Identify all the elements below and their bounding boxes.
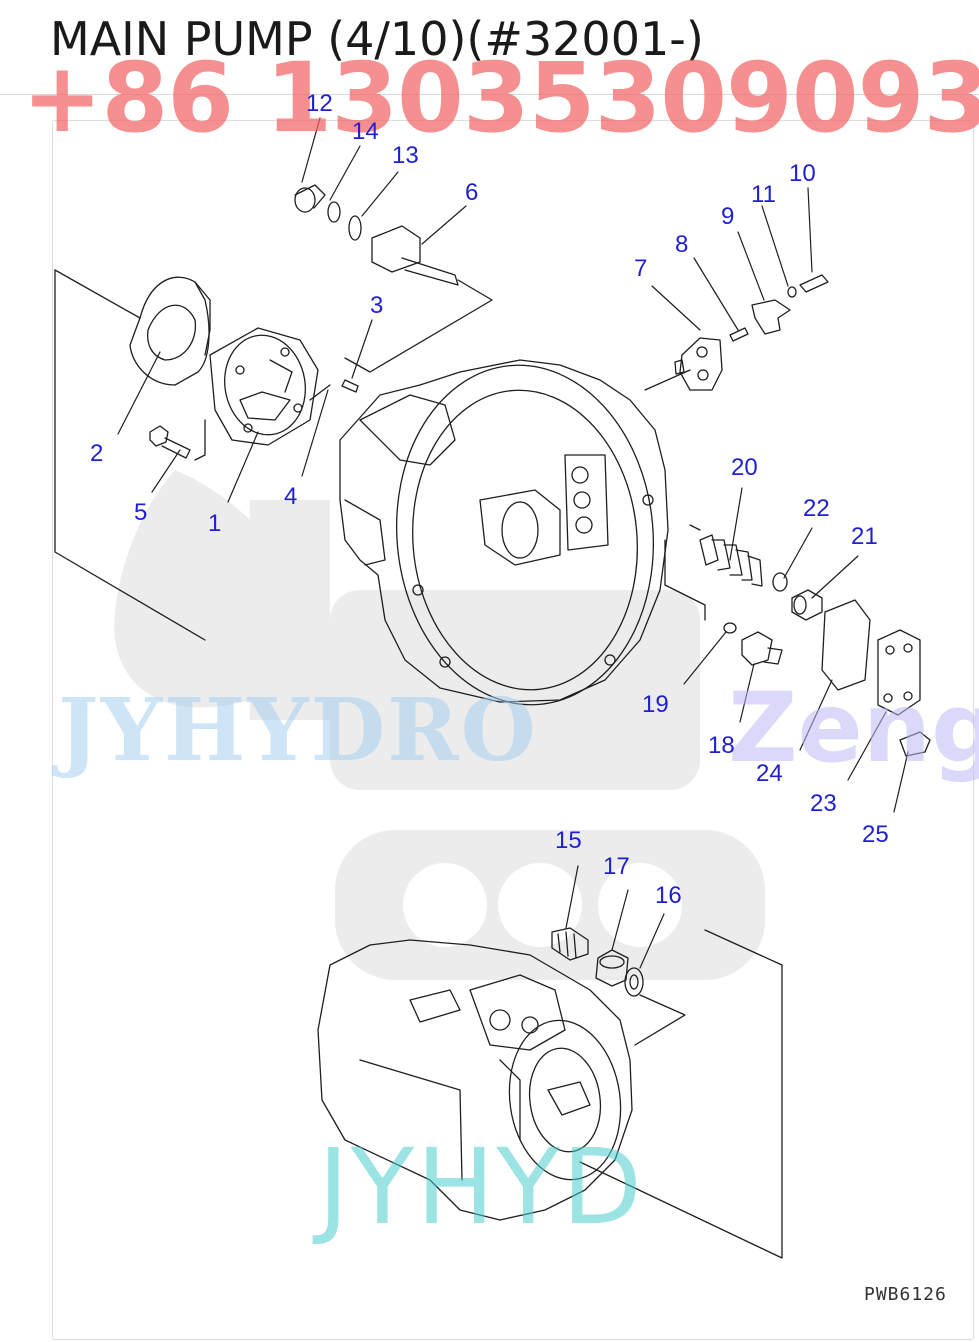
callout-14: 14 bbox=[352, 118, 379, 145]
part-3-pin bbox=[341, 379, 359, 393]
part-9-bracket bbox=[751, 299, 791, 335]
callout-8: 8 bbox=[675, 231, 689, 258]
callout-11: 11 bbox=[751, 181, 776, 208]
part-16-washer bbox=[624, 967, 644, 997]
callout-17: 17 bbox=[603, 853, 630, 880]
callout-25: 25 bbox=[862, 821, 889, 848]
part-17-sleeve bbox=[595, 949, 629, 987]
diagram-code: PWB6126 bbox=[864, 1284, 947, 1305]
callout-9: 9 bbox=[721, 203, 735, 230]
part-19-ring bbox=[723, 622, 737, 634]
brand-watermark-left: JYHYDRO bbox=[58, 680, 538, 781]
part-12-cap bbox=[294, 184, 326, 213]
part-13-ring bbox=[348, 215, 362, 241]
part-1-plate bbox=[209, 327, 319, 446]
part-23-cover bbox=[877, 629, 921, 716]
callout-16: 16 bbox=[655, 882, 682, 909]
part-20-spring bbox=[699, 534, 763, 587]
part-11-washer bbox=[787, 286, 797, 298]
callout-5: 5 bbox=[134, 499, 148, 526]
pump-housing bbox=[339, 359, 669, 706]
callout-23: 23 bbox=[810, 790, 837, 817]
part-10-bolt bbox=[799, 274, 829, 293]
part-6-shaft bbox=[344, 225, 493, 373]
part-18-plug bbox=[741, 631, 783, 666]
page-title: MAIN PUMP (4/10)(#32001-) bbox=[50, 12, 704, 66]
callout-22: 22 bbox=[803, 495, 830, 522]
callout-3: 3 bbox=[370, 292, 384, 319]
part-22-ring bbox=[772, 572, 788, 592]
part-15-valve bbox=[551, 927, 589, 961]
callout-20: 20 bbox=[731, 454, 758, 481]
callout-1: 1 bbox=[208, 510, 222, 537]
part-21-plug bbox=[791, 589, 823, 621]
callout-24: 24 bbox=[756, 760, 783, 787]
callout-2: 2 bbox=[90, 440, 104, 467]
callout-10: 10 bbox=[789, 160, 816, 187]
part-2-cover bbox=[129, 276, 211, 386]
lower-pump-assembly bbox=[317, 939, 633, 1221]
callout-19: 19 bbox=[642, 691, 669, 718]
callout-7: 7 bbox=[634, 255, 648, 282]
part-5-bolt bbox=[149, 425, 191, 459]
phone-watermark: +86 13035309093 bbox=[22, 42, 979, 154]
brand-watermark-right: Zeng bbox=[728, 672, 979, 784]
title-divider bbox=[0, 94, 979, 95]
diagram-frame bbox=[52, 120, 974, 1340]
callout-4: 4 bbox=[284, 483, 298, 510]
part-7-valve bbox=[674, 337, 723, 391]
brand-watermark-bottom: JYHYD bbox=[318, 1126, 645, 1248]
callout-21: 21 bbox=[851, 523, 878, 550]
callout-13: 13 bbox=[392, 142, 419, 169]
callout-6: 6 bbox=[465, 179, 479, 206]
part-25-bolt bbox=[899, 731, 931, 757]
part-14-ring bbox=[327, 201, 341, 223]
callout-18: 18 bbox=[708, 732, 735, 759]
part-8-pin bbox=[729, 327, 749, 342]
callout-12: 12 bbox=[306, 90, 333, 117]
callout-15: 15 bbox=[555, 827, 582, 854]
part-24-gasket bbox=[821, 599, 871, 691]
